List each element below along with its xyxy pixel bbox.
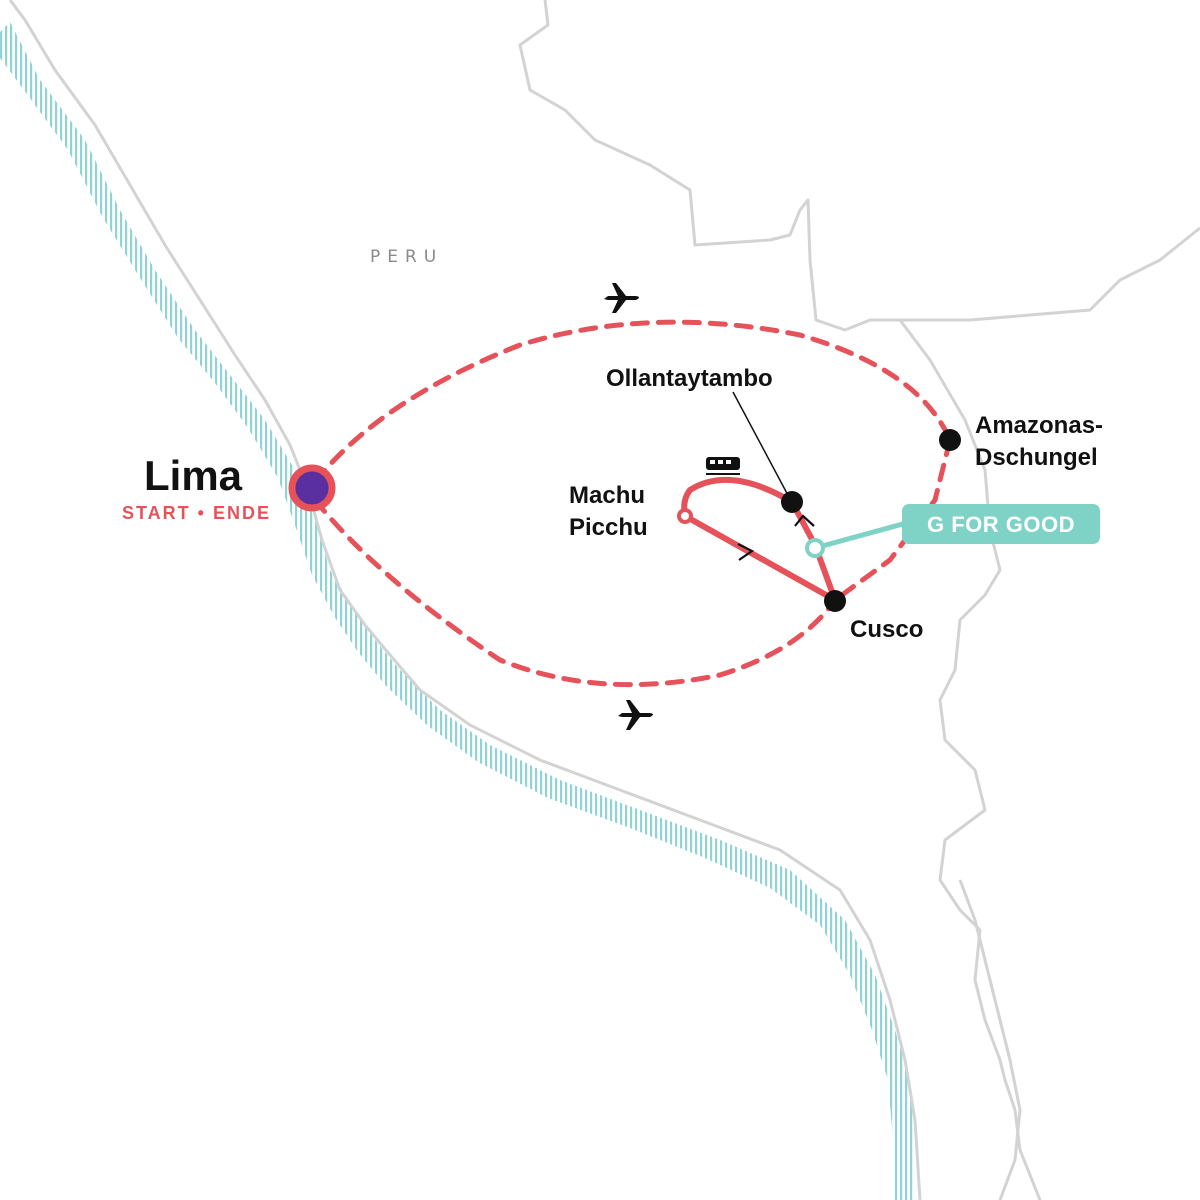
lima-label: Lima: [144, 452, 243, 499]
machu-picchu-label-line1: Machu: [569, 482, 645, 509]
train-icon: [706, 457, 740, 475]
direction-arrow-icon: [794, 514, 815, 527]
ollantaytambo-leader: [732, 391, 791, 500]
lima-subtitle: START • ENDE: [122, 503, 271, 523]
direction-arrow-icon: [737, 543, 755, 561]
cusco-label: Cusco: [850, 616, 923, 643]
amazon-marker[interactable]: [939, 429, 961, 451]
g-for-good-badge[interactable]: G FOR GOOD: [902, 504, 1100, 544]
amazon-label-line1: Amazonas-: [975, 412, 1103, 439]
amazon-label-line2: Dschungel: [975, 444, 1098, 471]
coastline: [8, 0, 922, 1200]
machu-picchu-marker[interactable]: [677, 508, 693, 524]
lima-marker[interactable]: [288, 464, 336, 512]
cusco-marker[interactable]: [824, 590, 846, 612]
flight-route-south: [312, 497, 838, 688]
flight-route-north: [312, 319, 953, 485]
g-for-good-label: G FOR GOOD: [927, 512, 1075, 537]
machu-picchu-label-line2: Picchu: [569, 514, 648, 541]
ollantaytambo-marker[interactable]: [781, 491, 803, 513]
country-label: PERU: [370, 247, 443, 267]
ollantaytambo-label: Ollantaytambo: [606, 365, 773, 392]
flight-route-amazon: [832, 437, 953, 603]
airplane-icon: [604, 283, 639, 313]
g-for-good-pin: [805, 538, 825, 558]
airplane-icon: [618, 700, 653, 730]
g-for-good-connector: [814, 519, 911, 551]
country-borders: [518, 0, 1200, 1200]
